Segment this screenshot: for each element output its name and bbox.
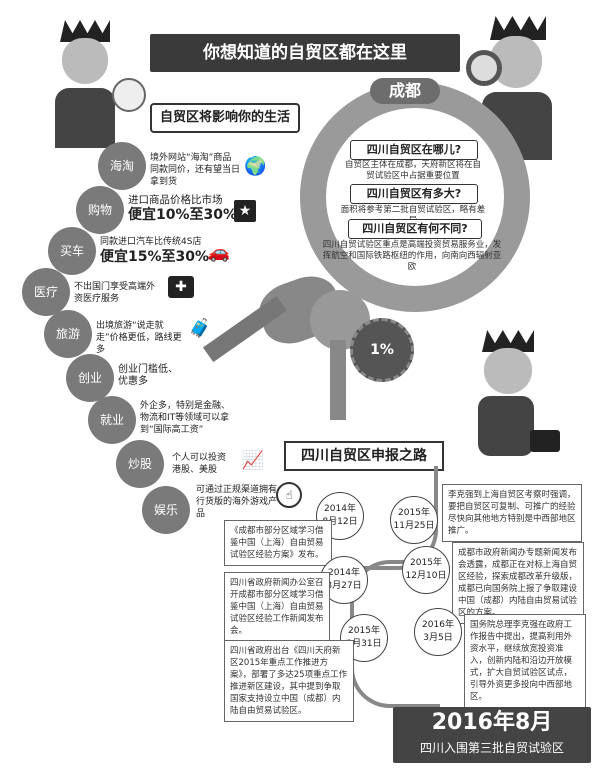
answer-3: 四川自贸试验区重点是高端投资贸易服务业，发挥航空和国际铁路枢纽的作用，向南向西辐… — [322, 240, 502, 272]
impact-bubble-startup: 创业 — [66, 354, 114, 402]
chengdu-label: 成都 — [370, 78, 440, 104]
date-left-3-year: 2015年 — [348, 626, 380, 636]
stock-chart-icon: 📈 — [241, 450, 265, 471]
cartoon-man-briefcase — [460, 330, 570, 480]
impact-text-stock: 个人可以投资港股、美股 — [172, 453, 227, 475]
impact-bubble-shopping: 购物 — [76, 186, 124, 234]
impact-text-entertainment: 可通过正规渠道拥有行货版的海外游戏产品 — [196, 485, 278, 519]
page-title: 你想知道的自贸区都在这里 — [150, 34, 460, 72]
date-left-3-day: 3月31日 — [346, 639, 382, 649]
impact-text-car: 同款进口汽车比传统4S店 便宜15%至30% — [100, 236, 210, 266]
impact-bubble-haitao: 海淘 — [98, 142, 146, 190]
impact-shopping-line1: 进口商品价格比市场 — [128, 194, 223, 206]
impact-text-shopping: 进口商品价格比市场 便宜10%至30% — [128, 194, 248, 224]
impact-bubble-medical: 医疗 — [22, 268, 70, 316]
date-right-1-day: 11月25日 — [393, 521, 435, 531]
impact-car-line1: 同款进口汽车比传统4S店 — [100, 237, 202, 247]
impact-bubble-travel: 旅游 — [44, 310, 92, 358]
impact-bubble-car: 买车 — [48, 227, 96, 275]
car-icon: 🚗 — [207, 242, 231, 263]
touch-icon: ☝ — [276, 482, 302, 508]
shopping-bag-icon: ★ — [234, 200, 256, 222]
impact-bubble-job: 就业 — [88, 396, 136, 444]
luggage-cart-icon: 🧳 — [188, 318, 212, 339]
date-left-2-year: 2014年 — [328, 568, 360, 578]
impact-text-medical: 不出国门享受高端外资医疗服务 — [74, 282, 156, 304]
timeline-text-right-1: 李克强到上海自贸区考察时强调，要把自贸区可复制、可推广的经验尽快向其他地方特别是… — [442, 484, 582, 542]
date-left-1-day: 8月12日 — [322, 517, 358, 527]
question-1: 四川自贸区在哪儿? — [350, 140, 478, 160]
answer-1: 自贸区主体在成都，天府新区将在自贸试验区中占据重要位置 — [344, 160, 481, 181]
timeline-text-right-2: 成都市政府新闻办专题新闻发布会透露，成都正在对标上海自贸区经验，探索成都改革升级… — [452, 542, 584, 624]
timeline-date-right-3: 2016年 3月5日 — [414, 608, 462, 656]
date-right-2-day: 12月10日 — [405, 571, 447, 581]
cartoon-man-left — [40, 10, 146, 150]
date-right-3-year: 2016年 — [422, 620, 454, 630]
impact-text-job: 外企多，特别是金融、物流和IT等领域可以拿到“国际高工资” — [140, 401, 231, 435]
timeline-date-right-2: 2015年 12月10日 — [402, 546, 450, 594]
question-2: 四川自贸区有多大? — [350, 184, 478, 204]
impact-shopping-line2: 便宜10%至30% — [128, 207, 238, 223]
date-right-3-day: 3月5日 — [423, 633, 453, 643]
date-right-2-year: 2015年 — [410, 558, 442, 568]
impact-text-travel: 出境旅游“说走就走”价格更低，路线更多 — [96, 321, 182, 355]
timeline-text-left-2: 四川省政府新闻办公室召开成都市部分区域学习借鉴中国（上海）自由贸易试验区经验工作… — [224, 572, 330, 642]
timeline-text-left-1: 《成都市部分区域学习借鉴中国（上海）自由贸易试验区经验方案》发布。 — [224, 520, 332, 566]
final-date: 2016年8月 — [431, 710, 553, 735]
medical-kit-icon: ✚ — [168, 276, 194, 298]
final-milestone: 2016年8月 四川入围第三批自贸试验区 — [393, 707, 591, 763]
date-left-1-year: 2014年 — [324, 504, 356, 514]
date-right-1-year: 2015年 — [398, 508, 430, 518]
impact-car-line2: 便宜15%至30% — [100, 249, 210, 265]
final-text: 四川入围第三批自贸试验区 — [419, 741, 564, 755]
timeline-text-right-3: 国务院总理李克强在政府工作报告中提出，提高利用外资水平，继续放宽投资准入，创新内… — [464, 614, 586, 708]
subtitle-life: 自贸区将影响你的生活 — [150, 103, 301, 133]
impact-text-haitao: 境外网站“海淘”商品同款同价，还有望当日拿到货 — [150, 153, 241, 187]
key-badge: 1% — [350, 318, 414, 382]
impact-bubble-entertainment: 娱乐 — [142, 486, 190, 534]
impact-text-startup: 创业门槛低、优惠多 — [118, 364, 178, 387]
impact-bubble-stock: 炒股 — [116, 440, 164, 488]
timeline-text-left-3: 四川省政府出台《四川天府新区2015年重点工作推进方案》，部署了多达25项重点工… — [224, 640, 354, 722]
question-3: 四川自贸区有何不同? — [348, 219, 482, 239]
globe-icon: 🌍 — [244, 156, 267, 177]
timeline-date-left-3: 2015年 3月31日 — [340, 614, 388, 662]
timeline-date-right-1: 2015年 11月25日 — [390, 496, 438, 544]
date-left-2-day: 8月27日 — [326, 581, 362, 591]
